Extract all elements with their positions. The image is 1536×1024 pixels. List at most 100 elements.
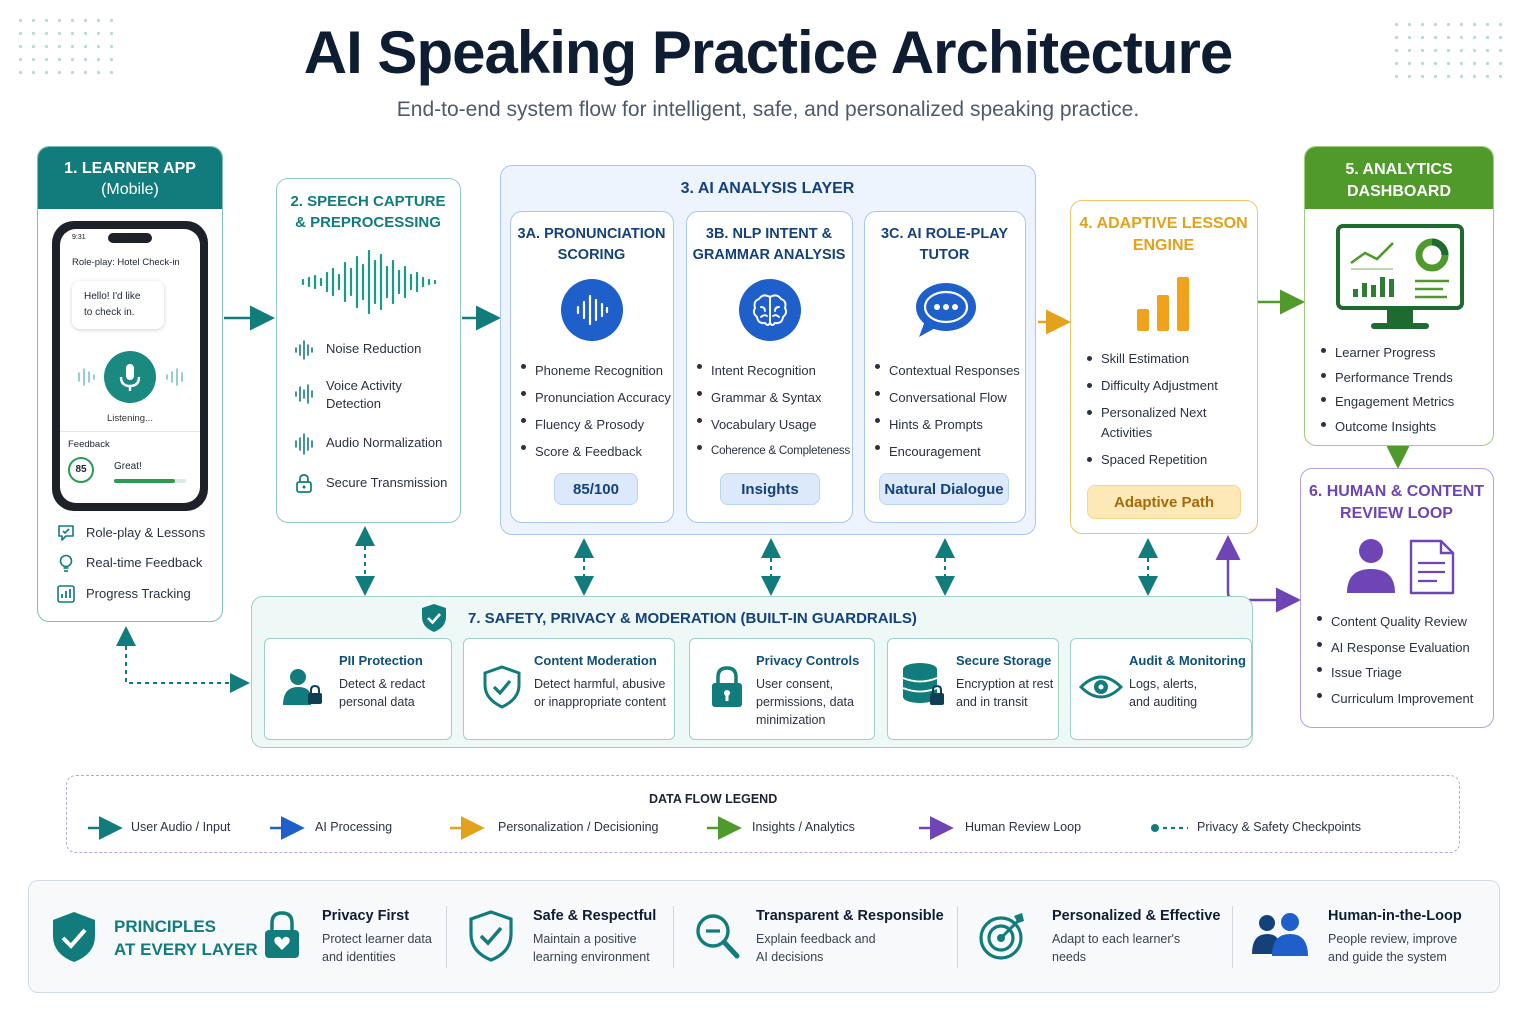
principle-transparent-responsible: Transparent & Responsible Explain feedba…: [756, 908, 944, 966]
lock-icon: [296, 474, 312, 493]
legend-title: DATA FLOW LEGEND: [649, 792, 778, 806]
human-review-list: Content Quality Review AI Response Evalu…: [1315, 609, 1493, 711]
principles-title: PRINCIPLES AT EVERY LAYER: [114, 915, 258, 961]
people-group-icon: [1252, 913, 1308, 956]
tutor-item: Conversational Flow: [873, 384, 1027, 411]
analytics-item: Learner Progress: [1319, 341, 1491, 366]
phone-time: 9:31: [72, 234, 86, 241]
principle-divider: [957, 906, 958, 968]
principles-shield-icon: [53, 912, 95, 962]
analytics-item: Engagement Metrics: [1319, 390, 1491, 415]
lightbulb-icon: [59, 554, 73, 572]
human-title-line2: REVIEW LOOP: [1340, 505, 1453, 522]
pronunciation-item: Score & Feedback: [519, 438, 675, 465]
bar-chart-icon: [57, 585, 75, 603]
adaptive-item-line1: Personalized Next: [1101, 405, 1207, 420]
nlp-item: Coherence & Completeness: [695, 438, 855, 465]
speech-item-label-line1: Voice Activity: [326, 378, 402, 393]
tutor-item: Contextual Responses: [873, 357, 1027, 384]
nlp-item: Grammar & Syntax: [695, 384, 855, 411]
guardrail-title: Content Moderation: [534, 653, 657, 668]
guardrail-desc-line: Encryption at rest: [956, 677, 1054, 691]
microphone-icon: [119, 364, 141, 391]
tutor-title-line1: 3C. AI ROLE-PLAY: [880, 226, 1009, 242]
legend-user-audio: User Audio / Input: [131, 820, 231, 834]
guardrail-title: Secure Storage: [956, 653, 1052, 668]
decorative-dots-left: [14, 14, 114, 84]
database-lock-icon: [902, 663, 944, 705]
learner-feature-label: Role-play & Lessons: [86, 525, 206, 540]
principle-divider: [673, 906, 674, 968]
guardrail-desc-line: minimization: [756, 713, 826, 727]
shield-check-icon: [483, 665, 521, 709]
principles-title-line1: PRINCIPLES: [114, 917, 217, 936]
adaptive-title-line1: 4. ADAPTIVE LESSON: [1079, 215, 1248, 232]
tutor-title: 3C. AI ROLE-PLAY TUTOR: [865, 224, 1024, 266]
chat-bubble-icon: [58, 525, 74, 541]
principle-desc-line: and identities: [322, 950, 396, 964]
nlp-intent-card: 3B. NLP INTENT & GRAMMAR ANALYSIS Intent…: [686, 211, 853, 523]
adaptive-item: Difficulty Adjustment: [1085, 376, 1257, 396]
ai-analysis-title: 3. AI ANALYSIS LAYER: [680, 180, 855, 197]
analytics-item: Outcome Insights: [1319, 415, 1491, 440]
nlp-item: Intent Recognition: [695, 357, 855, 384]
score-pill: 85/100: [554, 473, 638, 505]
phone-listening-status: Listening...: [107, 413, 153, 424]
nlp-title-line1: 3B. NLP INTENT &: [705, 226, 833, 242]
adaptive-title: 4. ADAPTIVE LESSON ENGINE: [1071, 213, 1256, 257]
principle-title: Transparent & Responsible: [756, 908, 944, 924]
adaptive-path-pill: Adaptive Path: [1087, 485, 1241, 519]
guardrail-privacy-controls: Privacy Controls User consent, permissio…: [689, 638, 875, 740]
legend-personalization: Personalization / Decisioning: [498, 820, 659, 834]
guardrail-desc-line: and in transit: [956, 695, 1028, 709]
score-value: 85: [75, 464, 87, 475]
nlp-title: 3B. NLP INTENT & GRAMMAR ANALYSIS: [687, 224, 851, 266]
nlp-list: Intent Recognition Grammar & Syntax Voca…: [695, 357, 855, 465]
padlock-icon: [712, 666, 742, 707]
principle-desc-line: learning environment: [533, 950, 650, 964]
insights-pill: Insights: [720, 473, 820, 505]
phone-feedback-label: Feedback: [68, 439, 110, 450]
pronunciation-item: Pronunciation Accuracy: [519, 384, 675, 411]
human-title-line1: 6. HUMAN & CONTENT: [1308, 483, 1485, 500]
guardrail-desc-line: or inappropriate content: [534, 695, 667, 709]
audio-wave-icon: [295, 340, 313, 360]
legend-insights: Insights / Analytics: [752, 820, 855, 834]
tutor-list: Contextual Responses Conversational Flow…: [873, 357, 1027, 465]
microphone-button[interactable]: [104, 351, 156, 403]
audio-wave-icon: [295, 433, 313, 455]
principle-title: Personalized & Effective: [1052, 908, 1221, 924]
phone-bubble-line1: Hello! I'd like: [84, 291, 141, 302]
human-review-item: Issue Triage: [1315, 660, 1493, 686]
phone-feedback-text: Great!: [114, 461, 142, 472]
guardrail-desc-line: personal data: [339, 695, 415, 709]
speech-item-label: Audio Normalization: [326, 435, 443, 450]
phone-bubble-line2: to check in.: [84, 307, 135, 318]
human-review-card: 6. HUMAN & CONTENT REVIEW LOOP Content Q…: [1300, 468, 1494, 728]
pronunciation-title-line2: SCORING: [557, 247, 626, 263]
principle-desc-line: Maintain a positive: [533, 932, 637, 946]
guardrail-pii-protection: PII Protection Detect & redact personal …: [264, 638, 452, 740]
sound-bars-icon: [576, 294, 609, 326]
adaptive-item: Personalized Next Activities: [1085, 403, 1257, 443]
guardrail-desc-line: User consent,: [756, 677, 834, 691]
learner-app-subtitle: (Mobile): [101, 181, 159, 198]
pronunciation-item: Phoneme Recognition: [519, 357, 675, 384]
principle-title: Privacy First: [322, 908, 410, 924]
principle-description: Maintain a positive learning environment: [533, 930, 656, 966]
principle-desc-line: Protect learner data: [322, 932, 432, 946]
learner-app-card: 1. LEARNER APP (Mobile) 9:31 Role-play: …: [37, 146, 223, 622]
sound-wave-left-icon: [78, 368, 95, 386]
human-review-title: 6. HUMAN & CONTENT REVIEW LOOP: [1301, 481, 1492, 525]
phone-notch: [108, 233, 152, 243]
tutor-item: Hints & Prompts: [873, 411, 1027, 438]
pronunciation-icon-circle: [561, 279, 623, 341]
principle-description: Protect learner data and identities: [322, 930, 432, 966]
principle-title: Human-in-the-Loop: [1328, 908, 1462, 924]
guardrail-desc-line: Detect harmful, abusive: [534, 677, 666, 691]
role-play-tutor-card: 3C. AI ROLE-PLAY TUTOR Contextual Respon…: [864, 211, 1026, 523]
user-lock-icon: [283, 669, 322, 705]
phone-mockup: 9:31 Role-play: Hotel Check-in Hello! I'…: [52, 221, 208, 511]
phone-role-play-header: Role-play: Hotel Check-in: [72, 257, 180, 268]
